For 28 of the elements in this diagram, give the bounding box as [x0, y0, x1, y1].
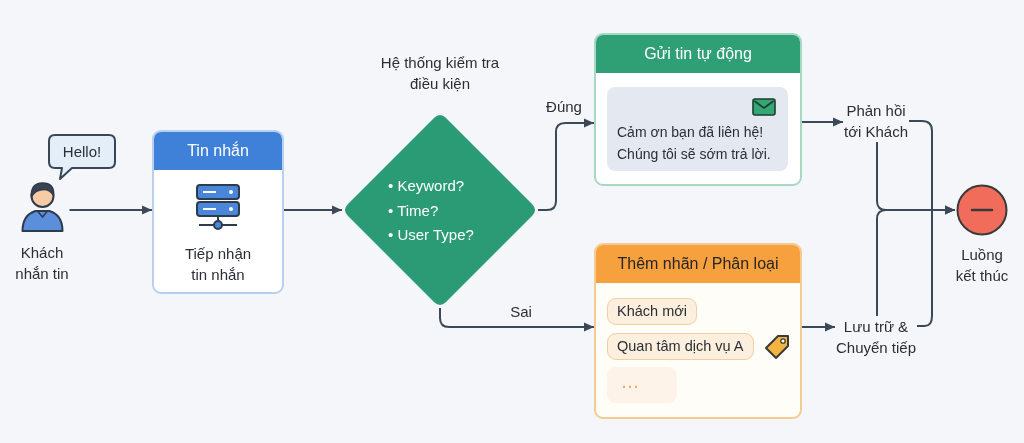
message-text: Cảm ơn bạn đã liên hệ! Chúng tôi sẽ sớm trả lời. — [617, 123, 772, 164]
process-card — [594, 243, 802, 419]
arrow — [537, 118, 595, 211]
arrow — [439, 307, 595, 332]
arrow — [68, 205, 153, 215]
card-header: Thêm nhãn / Phân loại — [596, 245, 800, 283]
condition-item: • Keyword? — [388, 176, 465, 196]
tag-chip: Quan tâm dịch vụ A — [607, 333, 754, 360]
node-label: Luồng kết thúc — [955, 245, 1009, 286]
node-label: Khách nhắn tin — [14, 243, 70, 284]
decision-heading: Hệ thống kiểm tra điều kiện — [380, 53, 500, 94]
arrow — [283, 205, 343, 215]
arrow — [801, 322, 836, 332]
message-panel — [607, 87, 788, 171]
card-header: Gửi tin tự động — [596, 35, 800, 73]
arrow — [876, 205, 956, 327]
tag-chip: ... — [607, 367, 677, 403]
condition-item: • Time? — [388, 200, 439, 221]
arrow — [801, 117, 844, 127]
process-card — [594, 33, 802, 186]
process-card — [152, 130, 284, 294]
condition-item: • User Type? — [388, 225, 474, 245]
speech-bubble: Hello! — [48, 134, 116, 180]
node-label: Phản hồi tới Khách — [843, 100, 909, 142]
node-label: Lưu trữ & Chuyển tiếp — [835, 316, 917, 358]
card-header: Tin nhắn — [154, 132, 282, 170]
card-text: Tiếp nhận tin nhắn — [184, 244, 252, 285]
tag-chip: Khách mới — [607, 298, 697, 325]
